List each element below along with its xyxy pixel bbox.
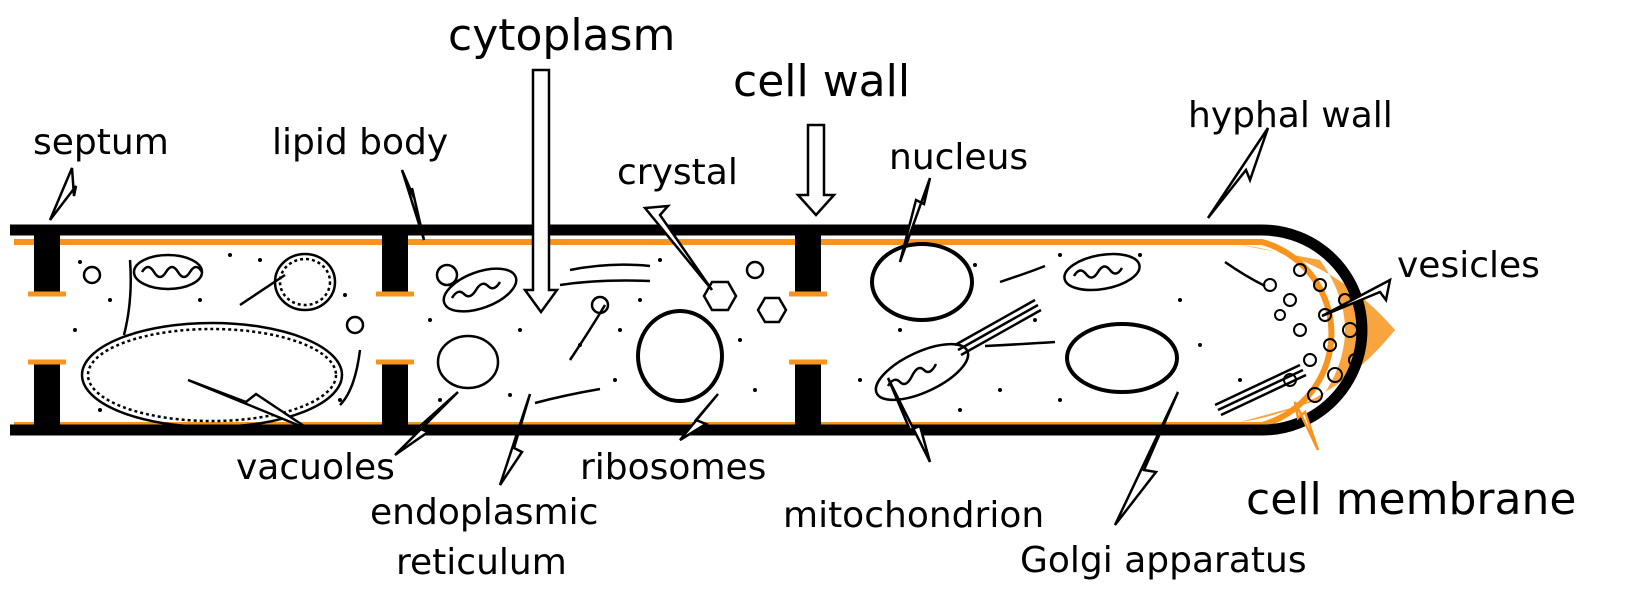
nucleus-shape: [872, 244, 972, 320]
septa: [28, 232, 827, 430]
crystal-shape: [758, 298, 786, 322]
label-cytoplasm: cytoplasm: [448, 14, 675, 58]
label-endoplasmic: endoplasmic: [370, 495, 598, 531]
mitochondrion-shape: [1062, 249, 1143, 296]
label-lipid-body: lipid body: [272, 125, 448, 161]
cytoplasm-arrow: [525, 70, 557, 312]
mitochondrion-callout: [888, 378, 930, 462]
septum-wall: [34, 232, 60, 294]
crystal-callout: [645, 206, 712, 290]
vacuole-inner: [280, 259, 330, 305]
er-callout-2: [500, 394, 530, 485]
label-cell-wall: cell wall: [733, 60, 910, 104]
lipid-body: [592, 297, 608, 313]
label-mitochondrion: mitochondrion: [783, 498, 1044, 534]
lipid-body: [747, 262, 763, 278]
vacuole: [1067, 324, 1177, 392]
golgi-stack: [955, 300, 1041, 355]
label-nucleus: nucleus: [889, 140, 1028, 176]
label-cell-membrane: cell membrane: [1246, 478, 1576, 522]
mitochondrion-cristae: [452, 282, 500, 298]
cell-wall-arrow: [798, 125, 834, 215]
mitochondrion-shape: [134, 255, 202, 289]
lipid-body: [347, 317, 363, 333]
label-golgi-apparatus: Golgi apparatus: [1020, 543, 1307, 579]
hyphal-wall-callout: [1208, 128, 1268, 218]
mitochondrion-cristae: [888, 364, 936, 386]
lipid-body: [84, 267, 100, 283]
ribosome-dots: [73, 253, 1242, 412]
label-hyphal-wall: hyphal wall: [1188, 98, 1393, 134]
mitochondrion-cristae: [142, 267, 202, 277]
cell-membrane-outline: [14, 242, 1395, 425]
septum-wall: [795, 362, 821, 430]
large-vacuole-inner: [88, 329, 336, 421]
mitochondrion-shape: [868, 333, 976, 412]
label-vesicles: vesicles: [1397, 248, 1540, 284]
septum-wall: [34, 362, 60, 430]
lipid-body: [437, 265, 457, 285]
nucleus-callout: [900, 178, 930, 262]
septum-wall: [382, 362, 408, 430]
label-ribosomes: ribosomes: [580, 450, 766, 486]
septum-callout: [50, 168, 76, 220]
er-strand: [124, 260, 1265, 405]
vacuole: [638, 311, 722, 401]
large-vacuole: [82, 323, 342, 427]
label-reticulum: reticulum: [396, 545, 567, 581]
vacuole: [438, 336, 498, 388]
vacuole: [275, 254, 335, 310]
label-septum: septum: [33, 125, 169, 161]
label-vacuoles: vacuoles: [236, 450, 395, 486]
septum-wall: [382, 232, 408, 294]
golgi-callout: [1115, 392, 1178, 525]
label-crystal: crystal: [617, 155, 738, 191]
mitochondrion-shape: [438, 260, 522, 320]
septum-wall: [795, 232, 821, 294]
mitochondrion-cristae: [1074, 266, 1122, 277]
